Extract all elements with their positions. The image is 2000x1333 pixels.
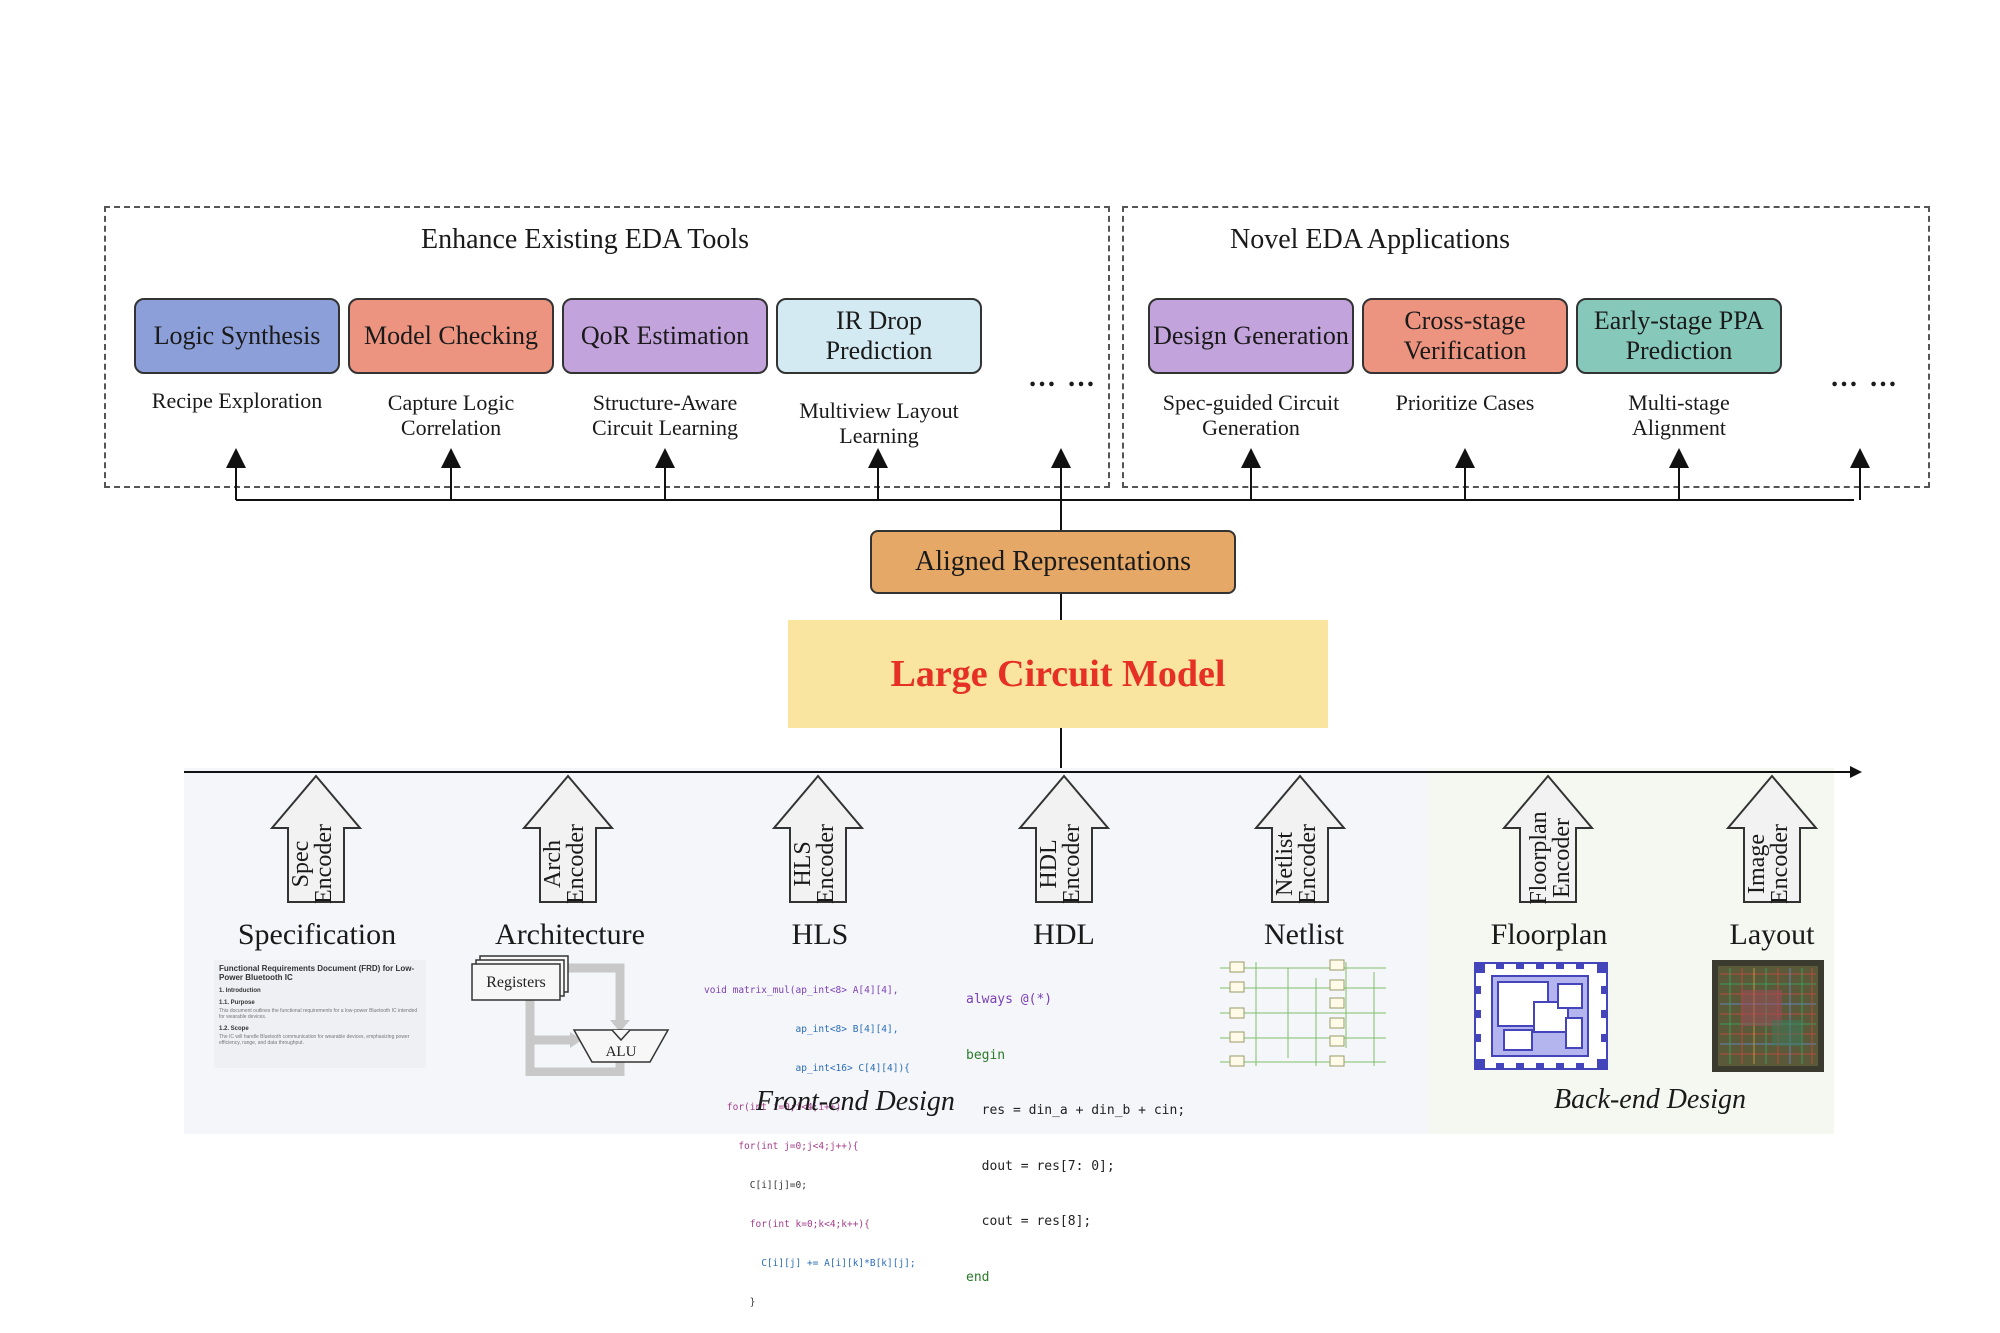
hls-code-line: C[i][j] += A[i][k]*B[k][j]; [704, 1258, 916, 1269]
arch-encoder-label: Arch Encoder [540, 804, 594, 924]
spec-doc-text: The IC will handle Bluetooth communicati… [219, 1034, 410, 1046]
hls-code-line: void matrix_mul(ap_int<8> A[4][4], [704, 985, 899, 996]
cross-stage-verification-box: Cross-stage Verification [1362, 298, 1568, 374]
hdl-code-line: begin [966, 1047, 1006, 1063]
hls-code-thumbnail: void matrix_mul(ap_int<8> A[4][4], ap_in… [704, 958, 934, 1308]
netlist-encoder-label: Netlist Encoder [1272, 804, 1326, 924]
spec-doc-heading: 1.1. Purpose [219, 1000, 255, 1006]
floorplan-label: Floorplan [1490, 918, 1608, 951]
floorplan-encoder-line1: Floorplan [1526, 811, 1552, 905]
spec-doc-heading: 1. Introduction [219, 988, 261, 994]
netlist-encoder-line1: Netlist [1272, 832, 1298, 896]
hls-code-line: for(int j=0;j<4;j++){ [704, 1141, 859, 1152]
novel-apps-panel [1122, 206, 1930, 488]
large-circuit-model-box: Large Circuit Model [788, 620, 1328, 728]
enhance-tools-title: Enhance Existing EDA Tools [420, 224, 750, 255]
hls-code-line: } [704, 1297, 756, 1308]
image-encoder-arrow [1725, 774, 1819, 903]
novel-apps-title: Novel EDA Applications [1230, 224, 1510, 255]
spec-encoder-line1: Spec [288, 840, 314, 888]
logic-synthesis-box: Logic Synthesis [134, 298, 340, 374]
multi-stage-alignment-label: Multi-stage Alignment [1628, 390, 1730, 441]
hls-encoder-line2: Encoder [812, 824, 839, 904]
capture-logic-correlation-label: Capture Logic Correlation [387, 390, 515, 441]
netlist-label: Netlist [1264, 918, 1344, 951]
novel-ellipsis: … … [1830, 362, 1899, 393]
hls-code-line: ap_int<16> C[4][4]){ [704, 1063, 910, 1074]
spec-encoder-line2: Encoder [310, 824, 337, 904]
recipe-exploration-label: Recipe Exploration [151, 388, 323, 413]
arch-encoder-arrow [521, 774, 615, 903]
hls-encoder-line1: HLS [790, 841, 816, 887]
hls-code-line: for(int i=0;i<4;i++) [704, 1102, 842, 1113]
hls-encoder-arrow [771, 774, 865, 903]
early-stage-ppa-box: Early-stage PPA Prediction [1576, 298, 1782, 374]
spec-encoder-arrow [269, 774, 363, 903]
floorplan-encoder-line2: Encoder [1548, 818, 1575, 898]
hls-code-line: ap_int<8> B[4][4], [704, 1024, 899, 1035]
hdl-code-line: res = din_a + din_b + cin; [966, 1103, 1186, 1118]
hdl-code-line: cout = res[8]; [966, 1214, 1092, 1229]
hdl-code-line: always @(*) [966, 992, 1053, 1007]
hdl-label: HDL [1033, 918, 1095, 951]
netlist-thumbnail [1220, 959, 1386, 1067]
spec-doc-heading: 1.2. Scope [219, 1026, 249, 1032]
spec-guided-label: Spec-guided Circuit Generation [1162, 390, 1340, 441]
netlist-encoder-line2: Encoder [1294, 824, 1321, 904]
spec-doc-text: This document outlines the functional re… [219, 1008, 418, 1020]
spec-encoder-label: Spec Encoder [288, 804, 342, 924]
arch-encoder-line2: Encoder [562, 824, 589, 904]
hdl-code-line: end [966, 1269, 990, 1285]
ir-drop-prediction-box: IR Drop Prediction [776, 298, 982, 374]
image-encoder-label: Image Encoder [1744, 804, 1798, 924]
design-generation-box: Design Generation [1148, 298, 1354, 374]
layout-label: Layout [1729, 918, 1815, 951]
netlist-encoder-arrow [1253, 774, 1347, 903]
floorplan-thumbnail [1474, 962, 1608, 1070]
hls-encoder-label: HLS Encoder [790, 804, 844, 924]
front-end-design-label: Front-end Design [756, 1086, 955, 1117]
image-encoder-line1: Image [1744, 834, 1770, 894]
structure-aware-label: Structure-Aware Circuit Learning [591, 390, 738, 441]
hdl-code-thumbnail: always @(*) begin res = din_a + din_b + … [966, 954, 1196, 1285]
hdl-encoder-label: HDL Encoder [1036, 804, 1090, 924]
hdl-encoder-line1: HDL [1036, 839, 1062, 889]
spec-doc-title: Functional Requirements Document (FRD) f… [219, 964, 415, 982]
floorplan-encoder-arrow [1501, 774, 1595, 903]
hls-label: HLS [791, 918, 849, 951]
registers-label: Registers [486, 974, 546, 991]
alu-label: ALU [606, 1044, 637, 1060]
specification-label: Specification [237, 918, 397, 951]
prioritize-cases-label: Prioritize Cases [1395, 390, 1535, 415]
aligned-representations-box: Aligned Representations [870, 530, 1236, 594]
enhance-ellipsis: … … [1028, 362, 1097, 393]
multiview-layout-label: Multiview Layout Learning [799, 398, 959, 449]
spec-document-thumbnail: Functional Requirements Document (FRD) f… [214, 960, 426, 1068]
hls-code-line: for(int k=0;k<4;k++){ [704, 1219, 870, 1230]
architecture-label: Architecture [495, 918, 645, 951]
image-encoder-line2: Encoder [1766, 824, 1793, 904]
hdl-code-line: dout = res[7: 0]; [966, 1158, 1115, 1174]
hls-code-line: C[i][j]=0; [704, 1180, 807, 1191]
architecture-thumbnail: Registers ALU [471, 955, 670, 1076]
qor-estimation-box: QoR Estimation [562, 298, 768, 374]
floorplan-encoder-label: Floorplan Encoder [1526, 792, 1580, 924]
hdl-encoder-arrow [1017, 774, 1111, 903]
arch-encoder-line1: Arch [540, 840, 566, 888]
model-checking-box: Model Checking [348, 298, 554, 374]
layout-thumbnail [1712, 960, 1824, 1072]
back-end-design-label: Back-end Design [1554, 1084, 1747, 1115]
hdl-encoder-line2: Encoder [1058, 824, 1085, 904]
enhance-tools-panel [104, 206, 1110, 488]
